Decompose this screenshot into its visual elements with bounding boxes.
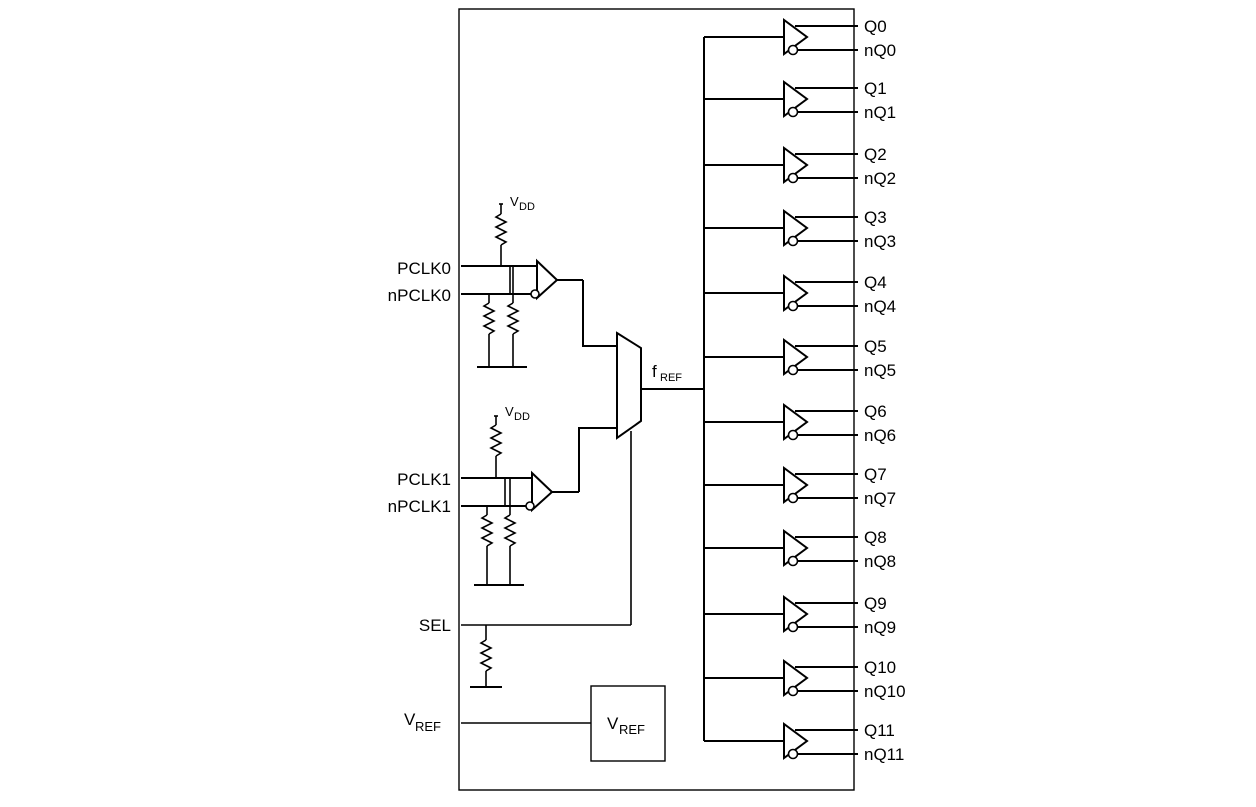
npclk0-label: nPCLK0	[388, 286, 451, 305]
npclk1-label: nPCLK1	[388, 497, 451, 516]
vref-block-sub: REF	[619, 722, 645, 737]
fref-label: f	[652, 362, 657, 381]
output-q-label: Q2	[864, 145, 887, 164]
vref-label: V	[404, 710, 416, 729]
vdd-sub-1: DD	[514, 411, 530, 423]
output-q-label: Q3	[864, 208, 887, 227]
output-nq-label: nQ1	[864, 103, 896, 122]
vdd-sub-0: DD	[519, 201, 535, 213]
output-nq-label: nQ10	[864, 682, 906, 701]
output-nq-label: nQ6	[864, 426, 896, 445]
output-q-label: Q9	[864, 594, 887, 613]
output-nq-label: nQ0	[864, 41, 896, 60]
sel-input: SEL	[419, 431, 632, 688]
output-nq-label: nQ9	[864, 618, 896, 637]
pclk0-label: PCLK0	[397, 259, 451, 278]
vdd-label-1: V	[505, 404, 514, 419]
output-buffer-10: Q10 nQ10	[704, 658, 906, 701]
output-buffer-11: Q11 nQ11	[704, 721, 904, 764]
output-q-label: Q5	[864, 337, 887, 356]
input-pair-0: PCLK0 nPCLK0 V DD	[388, 194, 583, 368]
sel-label: SEL	[419, 616, 451, 635]
mux: f REF	[578, 280, 704, 492]
vref-block	[590, 685, 666, 762]
output-q-label: Q10	[864, 658, 896, 677]
vdd-label-0: V	[510, 194, 519, 209]
output-q-label: Q4	[864, 273, 887, 292]
output-q-label: Q6	[864, 402, 887, 421]
output-nq-label: nQ11	[864, 745, 904, 764]
output-q-label: Q7	[864, 465, 887, 484]
output-nq-label: nQ7	[864, 489, 896, 508]
fref-sub: REF	[660, 372, 682, 384]
vref-sub: REF	[415, 719, 441, 734]
output-nq-label: nQ3	[864, 232, 896, 251]
pclk1-label: PCLK1	[397, 470, 451, 489]
output-q-label: Q0	[864, 17, 887, 36]
output-buffers: Q0nQ0Q1nQ1Q2nQ2Q3nQ3Q4nQ4Q5nQ5Q6nQ6Q7nQ7…	[704, 17, 906, 764]
output-q-label: Q1	[864, 79, 887, 98]
output-nq-label: nQ2	[864, 169, 896, 188]
vref-block-label: V	[607, 714, 619, 733]
output-nq-label: nQ8	[864, 552, 896, 571]
chip-outline	[458, 8, 855, 791]
output-q-label: Q11	[864, 721, 895, 740]
vref-input: V REF V REF	[404, 685, 666, 762]
output-nq-label: nQ5	[864, 361, 896, 380]
output-nq-label: nQ4	[864, 297, 896, 316]
input-pair-1: PCLK1 nPCLK1 V DD	[388, 404, 579, 586]
output-q-label: Q8	[864, 528, 887, 547]
